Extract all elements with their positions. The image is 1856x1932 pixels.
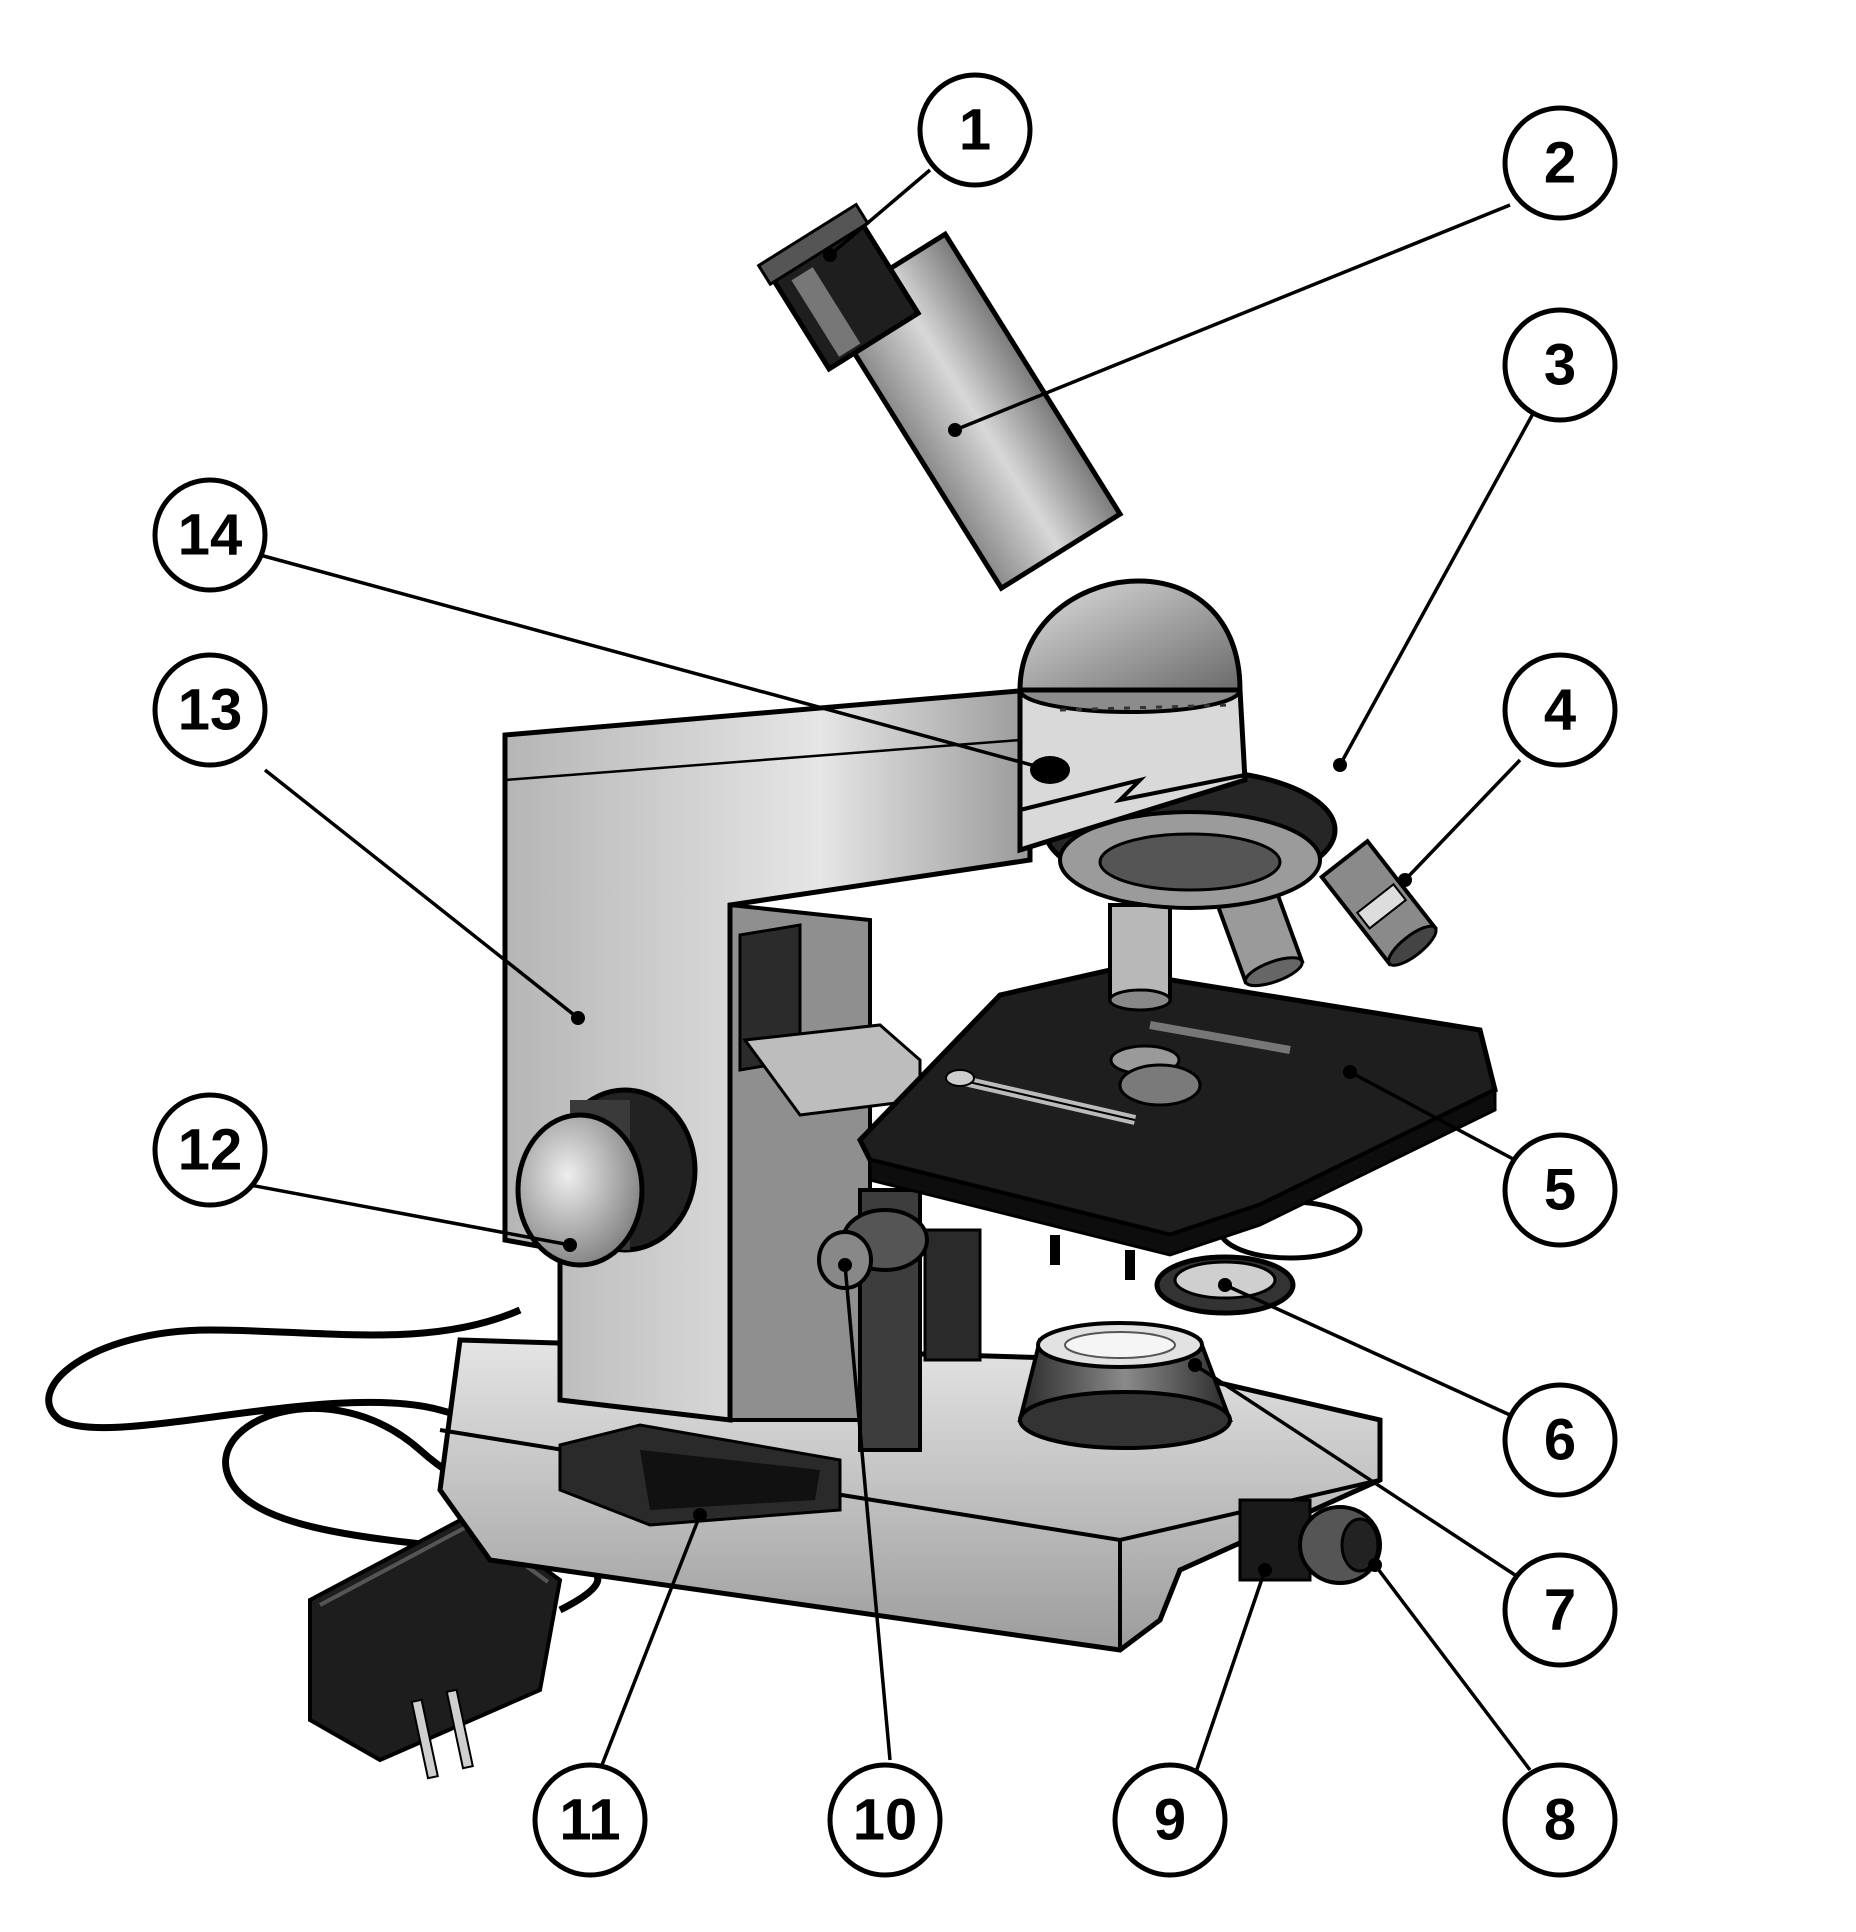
leader-dots bbox=[563, 248, 1412, 1577]
leader-3 bbox=[1338, 409, 1537, 766]
callout-10: 10 bbox=[827, 1762, 943, 1878]
leader-13-outline bbox=[503, 688, 1021, 782]
callout-4: 4 bbox=[1502, 652, 1618, 768]
leader-11 bbox=[598, 1514, 702, 1771]
leader-7 bbox=[1194, 1363, 1516, 1577]
callout-label-7: 7 bbox=[1544, 1578, 1576, 1643]
callout-6: 6 bbox=[1502, 1382, 1618, 1498]
callout-label-8: 8 bbox=[1544, 1788, 1576, 1853]
leader-12 bbox=[249, 1183, 571, 1247]
callout-5: 5 bbox=[1502, 1132, 1618, 1248]
callout-12: 12 bbox=[152, 1092, 268, 1208]
callout-label-12: 12 bbox=[178, 1118, 243, 1183]
head-scale bbox=[1059, 703, 1231, 712]
callout-3: 3 bbox=[1502, 307, 1618, 423]
dome bbox=[1017, 578, 1243, 693]
leader-5 bbox=[1349, 1070, 1516, 1162]
stage bbox=[856, 967, 1498, 1257]
callout-label-4: 4 bbox=[1544, 678, 1576, 743]
leader-8 bbox=[1373, 1563, 1532, 1772]
callout-label-13: 13 bbox=[178, 678, 243, 743]
eyepiece bbox=[756, 202, 922, 373]
callout-label-2: 2 bbox=[1544, 131, 1576, 196]
callout-label-1: 1 bbox=[959, 98, 991, 163]
callout-label-10: 10 bbox=[853, 1788, 918, 1853]
leader-6 bbox=[1224, 1283, 1511, 1417]
brightness-knob bbox=[1238, 1498, 1382, 1585]
leader-9 bbox=[1193, 1569, 1267, 1776]
callout-7: 7 bbox=[1502, 1552, 1618, 1668]
leader-2 bbox=[954, 203, 1511, 432]
callout-label-11: 11 bbox=[559, 1788, 620, 1853]
callout-13: 13 bbox=[152, 652, 268, 768]
callout-label-14: 14 bbox=[178, 503, 243, 568]
callouts: 1 2 3 4 5 6 7 8 bbox=[152, 72, 1618, 1878]
callout-8: 8 bbox=[1502, 1762, 1618, 1878]
callout-1: 1 bbox=[917, 72, 1033, 188]
callout-2: 2 bbox=[1502, 105, 1618, 221]
illuminator bbox=[1017, 1321, 1233, 1450]
leader-lines bbox=[249, 168, 1537, 1776]
leader-1 bbox=[828, 168, 932, 257]
callout-label-3: 3 bbox=[1544, 333, 1576, 398]
callout-11: 11 bbox=[532, 1762, 648, 1878]
callout-label-5: 5 bbox=[1544, 1158, 1576, 1223]
leader-4 bbox=[1403, 758, 1522, 882]
callout-label-9: 9 bbox=[1154, 1788, 1186, 1853]
callout-label-6: 6 bbox=[1544, 1408, 1576, 1473]
microscope-illustration bbox=[45, 202, 1498, 1780]
leader-10 bbox=[843, 1264, 892, 1761]
leader-14 bbox=[259, 553, 1051, 772]
leader-13 bbox=[263, 768, 580, 1020]
revolving-nosepiece bbox=[1042, 767, 1338, 910]
objectives bbox=[1108, 838, 1438, 1012]
callout-9: 9 bbox=[1112, 1762, 1228, 1878]
fine-focus-knob bbox=[817, 1188, 982, 1452]
coarse-focus-knob bbox=[515, 1087, 698, 1268]
callout-14: 14 bbox=[152, 477, 268, 593]
